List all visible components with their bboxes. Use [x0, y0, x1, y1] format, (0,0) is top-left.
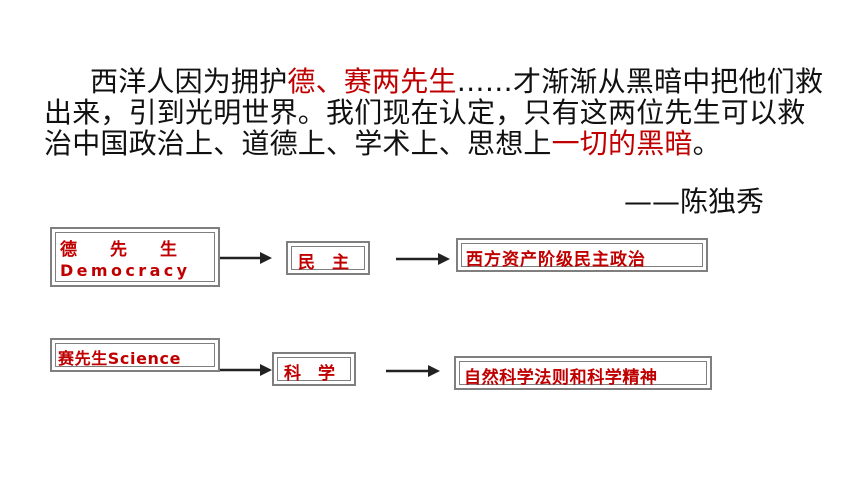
box-inner-border	[459, 361, 707, 385]
democracy-middle-label: 民 主	[298, 253, 349, 273]
box-inner-border	[55, 232, 215, 282]
science-middle-label: 科 学	[284, 364, 335, 384]
democracy-source-box: 德 先 生 Democracy	[50, 227, 220, 287]
democracy-result-box: 西方资产阶级民主政治	[456, 238, 708, 272]
quote-highlight-de-sai: 德、赛两先生	[287, 65, 457, 98]
box-inner-border	[291, 246, 365, 270]
quote-segment-3: ……才渐渐从黑暗中把他们救出来，引到光明世界。我们现在认定，只有这两位先生可以救…	[44, 65, 824, 160]
right-arrow-icon	[386, 365, 440, 377]
quote-author: ——陈独秀	[624, 185, 765, 218]
science-source-label: 赛先生Science	[58, 349, 182, 368]
science-middle-box: 科 学	[272, 352, 356, 386]
democracy-result-label: 西方资产阶级民主政治	[466, 250, 646, 270]
right-arrow-icon	[220, 252, 272, 264]
box-inner-border	[461, 243, 703, 267]
science-result-label: 自然科学法则和科学精神	[464, 368, 658, 388]
quote-highlight-darkness: 一切的黑暗	[551, 127, 693, 160]
democracy-en-label: Democracy	[60, 261, 191, 280]
box-inner-border	[55, 343, 215, 367]
box-inner-border	[277, 357, 351, 381]
quote-paragraph: 西洋人因为拥护德、赛两先生……才渐渐从黑暗中把他们救出来，引到光明世界。我们现在…	[44, 66, 824, 159]
quote-segment-1: 西洋人因为拥护	[90, 65, 288, 98]
democracy-cn-label: 德 先 生	[60, 240, 185, 260]
democracy-middle-box: 民 主	[286, 241, 370, 275]
quote-segment-5: 。	[692, 127, 721, 160]
right-arrow-icon	[396, 253, 450, 265]
science-result-box: 自然科学法则和科学精神	[454, 356, 712, 390]
science-source-box: 赛先生Science	[50, 338, 220, 372]
right-arrow-icon	[220, 364, 272, 376]
